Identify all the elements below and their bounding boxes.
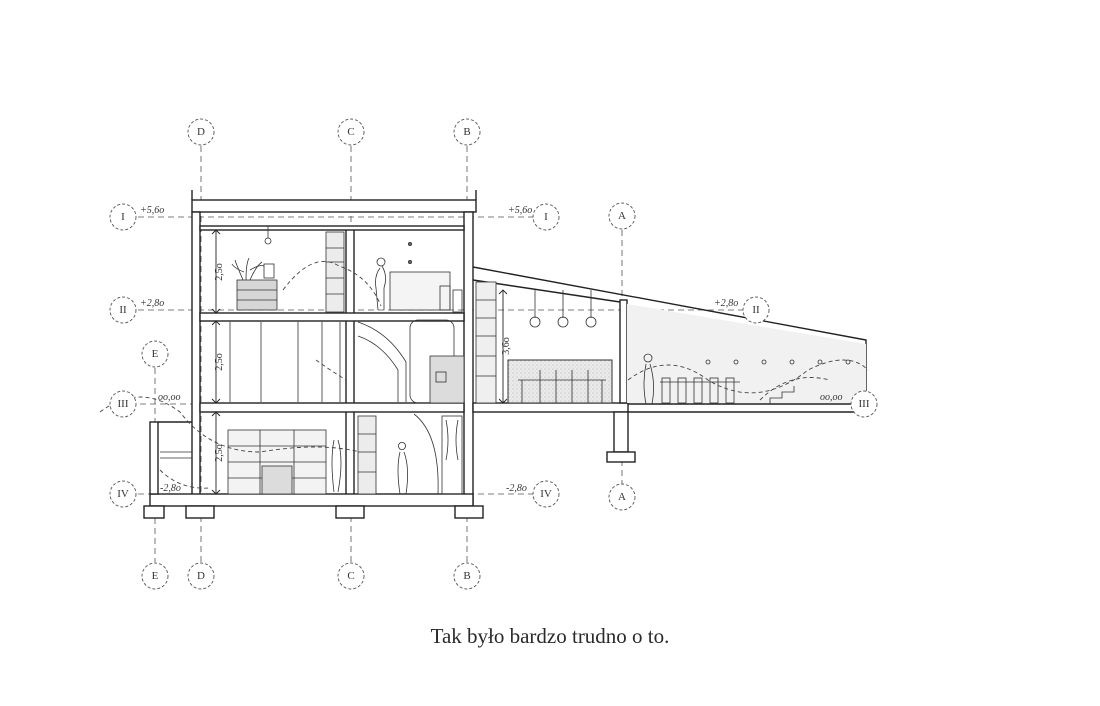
axis-label-e-top: E	[152, 348, 159, 360]
level-label-iv-left: IV	[117, 488, 129, 500]
level-label-iv-right: IV	[540, 488, 552, 500]
dimension-middle-floor: 2,5o	[214, 353, 225, 371]
elevation-iv-left: -2,8o	[160, 483, 181, 494]
elevation-iii-right: oo,oo	[820, 392, 843, 403]
axis-label-a-bottom: A	[618, 491, 626, 503]
level-label-ii-left: II	[119, 304, 127, 316]
level-label-i-left: I	[121, 211, 125, 223]
level-label-ii-right: II	[752, 304, 760, 316]
level-label-iii-right: III	[859, 398, 870, 410]
axis-label-d-top: D	[197, 126, 205, 138]
elevation-i-left: +5,6o	[140, 205, 164, 216]
interior-details	[160, 226, 851, 495]
axis-label-d-bottom: D	[197, 570, 205, 582]
cafe-room	[507, 359, 613, 404]
dimension-bottom-floor: 2,5o	[214, 444, 225, 462]
axis-label-e-bottom: E	[152, 570, 159, 582]
drawing-caption: Tak było bardzo trudno o to.	[430, 624, 670, 648]
dimension-tall-space: 3,6o	[501, 337, 512, 355]
elevation-iv-right: -2,8o	[506, 483, 527, 494]
axis-bubbles	[109, 118, 878, 590]
circulation-paths	[99, 261, 869, 489]
axis-label-c-top: C	[347, 126, 354, 138]
level-label-i-right: I	[544, 211, 548, 223]
elevation-iii-left: oo,oo	[158, 392, 181, 403]
elevation-ii-left: +2,8o	[140, 298, 164, 309]
elevation-ii-right: +2,8o	[714, 298, 738, 309]
axis-label-a-top: A	[618, 210, 626, 222]
pavilion-interior	[627, 304, 866, 403]
dimension-lines	[211, 229, 508, 495]
level-label-iii-left: III	[118, 398, 129, 410]
elevation-i-right: +5,6o	[508, 205, 532, 216]
dimension-top-floor: 2,5o	[214, 263, 225, 281]
axis-label-b-top: B	[463, 126, 470, 138]
axis-label-c-bottom: C	[347, 570, 354, 582]
axis-label-b-bottom: B	[463, 570, 470, 582]
